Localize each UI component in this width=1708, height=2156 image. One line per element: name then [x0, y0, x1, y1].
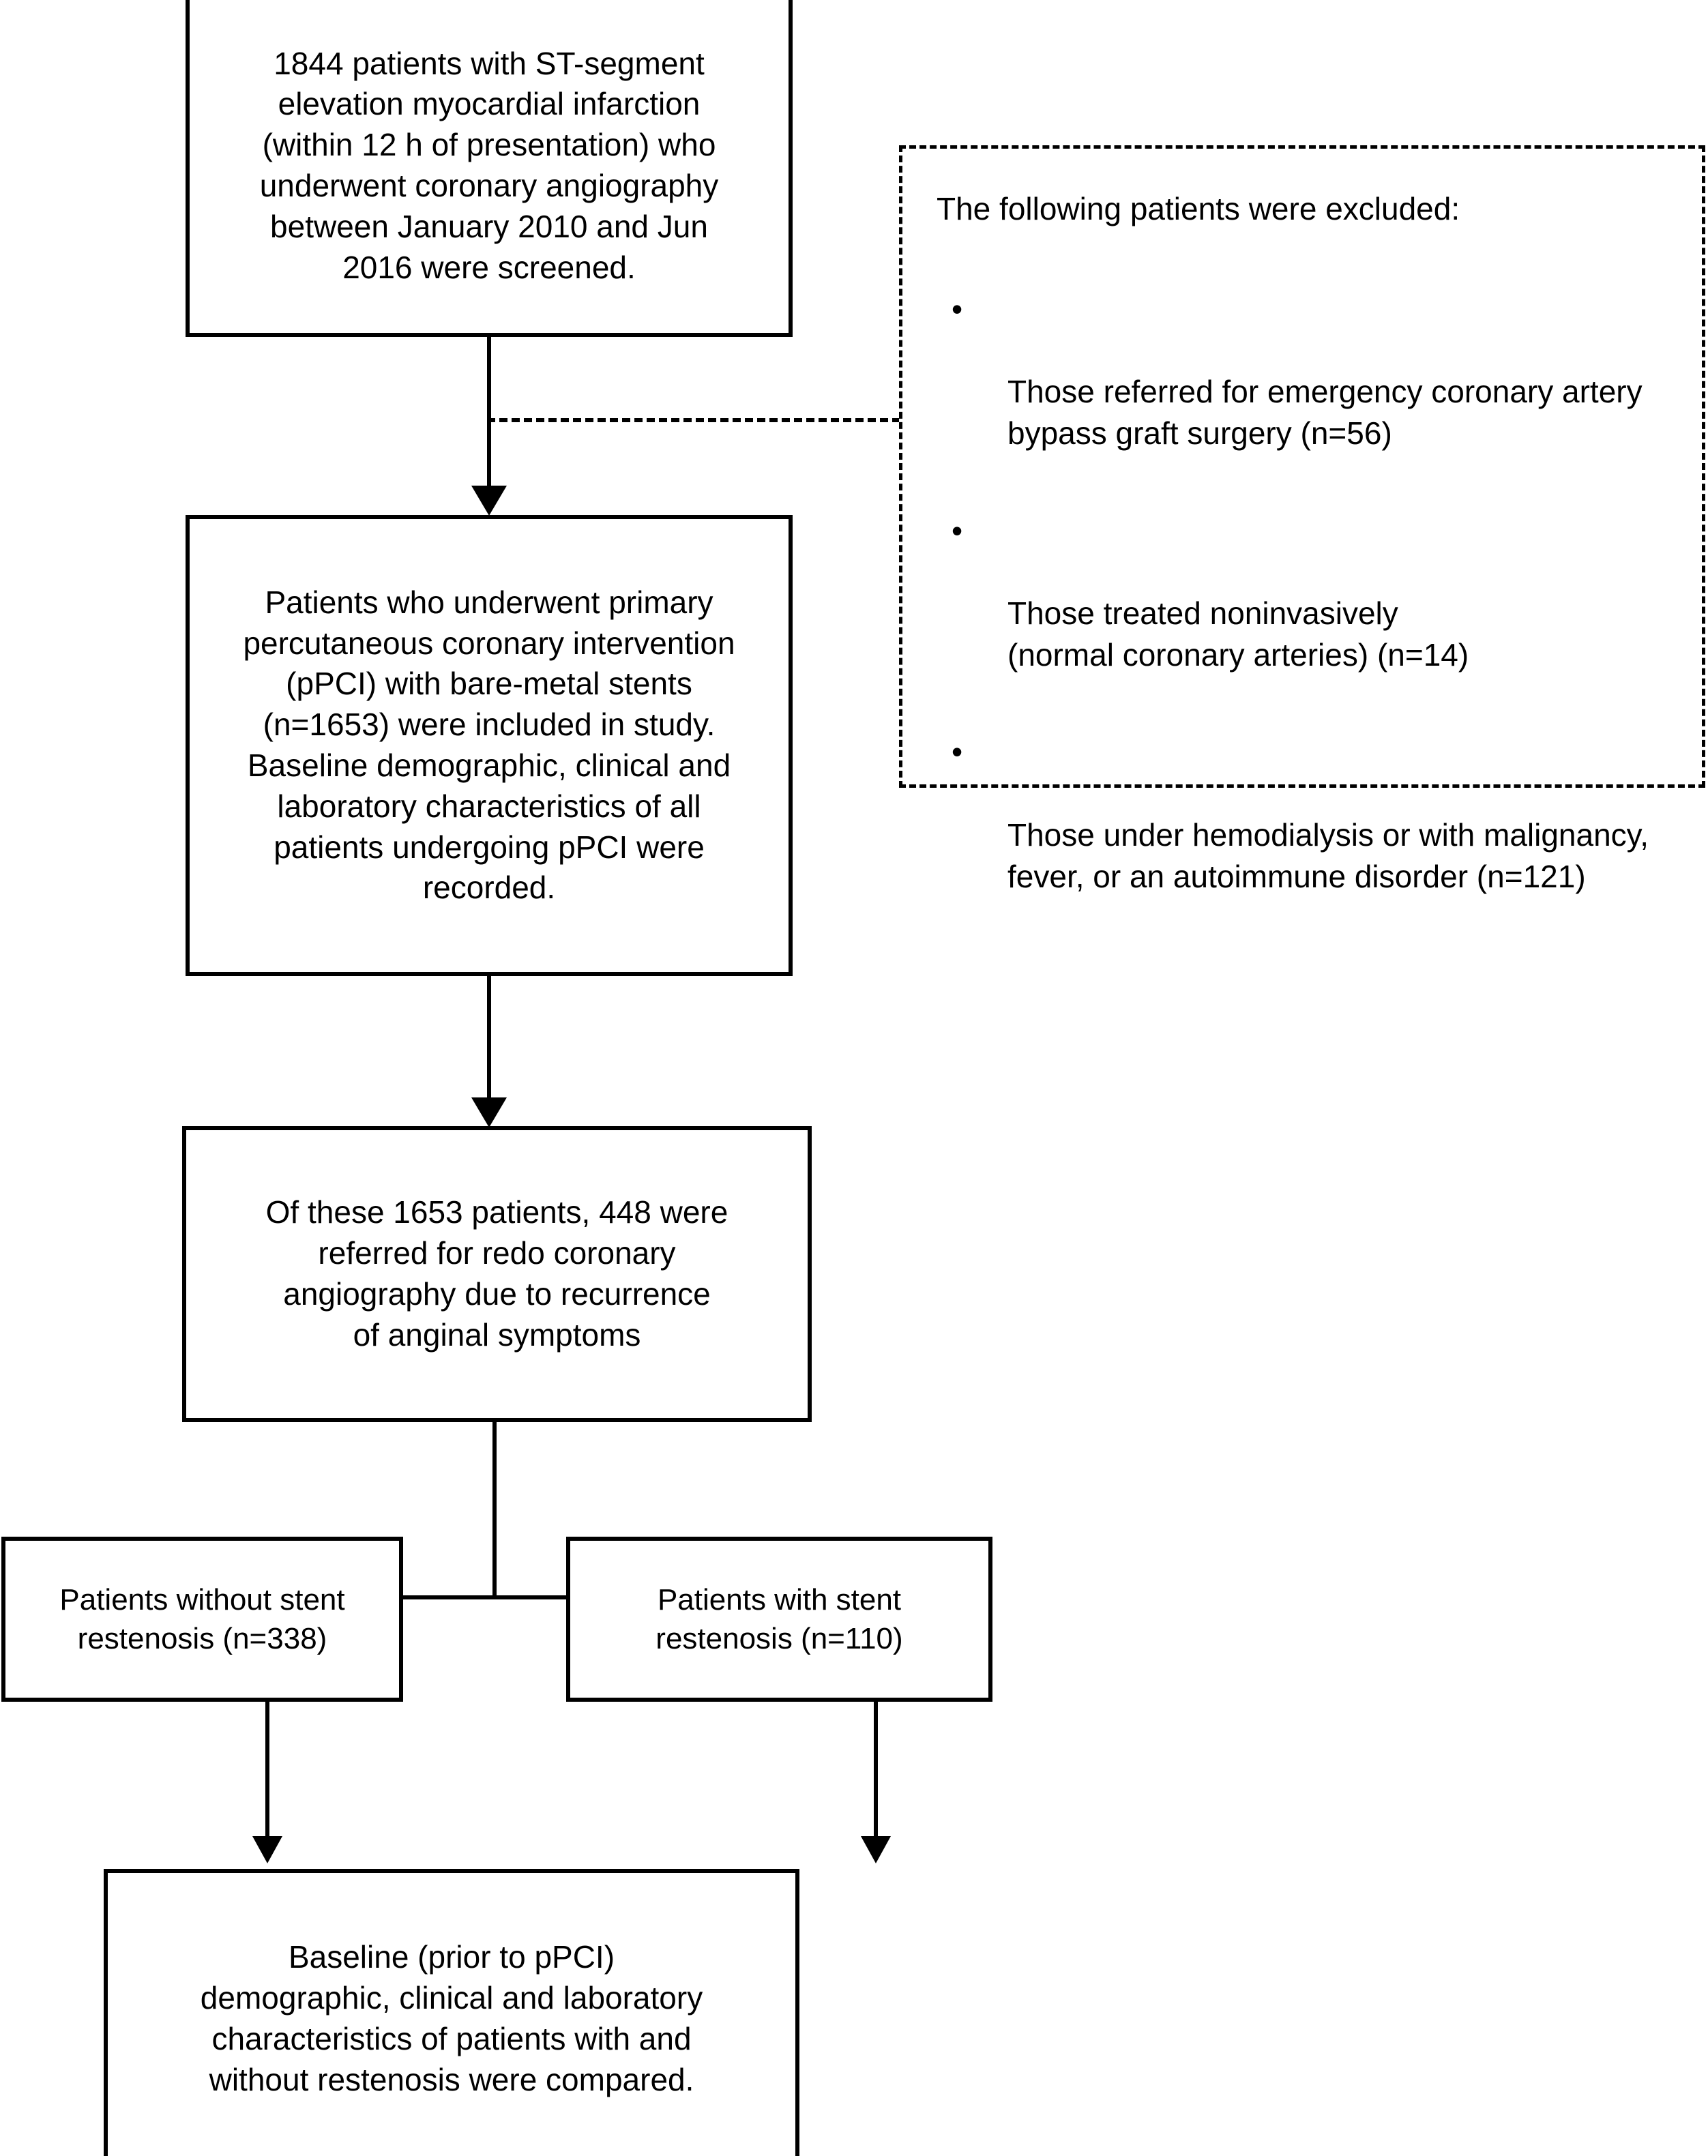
arrowhead-without-restenosis-to-compared — [252, 1836, 282, 1863]
node-baseline-comparison: Baseline (prior to pPCI) demographic, cl… — [104, 1869, 799, 2156]
list-item: • Those under hemodialysis or with malig… — [937, 731, 1675, 897]
node-with-restenosis-text: Patients with stent restenosis (n=110) — [656, 1582, 903, 1655]
node-screened-cohort: 1844 patients with ST-segment elevation … — [186, 0, 793, 337]
node-without-restenosis-text: Patients without stent restenosis (n=338… — [59, 1582, 345, 1655]
excluded-item-text: Those under hemodialysis or with maligna… — [1007, 816, 1649, 894]
arrowhead-ppci-to-redo — [471, 1097, 507, 1127]
list-item: • Those treated noninvasively (normal co… — [937, 510, 1675, 676]
bullet-icon: • — [952, 734, 963, 770]
panel-excluded-patients: The following patients were excluded: • … — [899, 145, 1705, 894]
connector-redo-split-rail — [400, 1595, 570, 1599]
node-redo-angiography-text: Of these 1653 patients, 448 were referre… — [265, 1194, 728, 1353]
excluded-list: • Those referred for emergency coronary … — [937, 289, 1675, 898]
excluded-item-text: Those treated noninvasively (normal coro… — [1007, 595, 1469, 673]
connector-redo-split-stem — [492, 1422, 497, 1599]
node-without-restenosis: Patients without stent restenosis (n=338… — [1, 1537, 403, 1702]
bullet-icon: • — [952, 291, 963, 327]
list-item: • Those referred for emergency coronary … — [937, 289, 1675, 454]
node-with-restenosis: Patients with stent restenosis (n=110) — [566, 1537, 992, 1702]
bullet-icon: • — [952, 512, 963, 548]
node-ppci-cohort-text: Patients who underwent primary percutane… — [243, 584, 735, 906]
arrowhead-screened-to-ppci — [471, 486, 507, 516]
connector-screened-to-ppci — [487, 337, 491, 488]
arrowhead-with-restenosis-to-compared — [861, 1836, 891, 1863]
node-redo-angiography: Of these 1653 patients, 448 were referre… — [182, 1126, 812, 1422]
connector-without-restenosis-to-compared — [265, 1702, 269, 1838]
connector-ppci-to-redo — [487, 976, 491, 1102]
excluded-item-text: Those referred for emergency coronary ar… — [1007, 374, 1643, 451]
node-baseline-comparison-text: Baseline (prior to pPCI) demographic, cl… — [200, 1939, 703, 2097]
node-ppci-cohort: Patients who underwent primary percutane… — [186, 515, 793, 976]
node-screened-cohort-text: 1844 patients with ST-segment elevation … — [259, 45, 719, 285]
excluded-heading: The following patients were excluded: — [937, 191, 1460, 226]
connector-with-restenosis-to-compared — [874, 1702, 878, 1838]
connector-exclusion-dashed — [487, 418, 900, 422]
